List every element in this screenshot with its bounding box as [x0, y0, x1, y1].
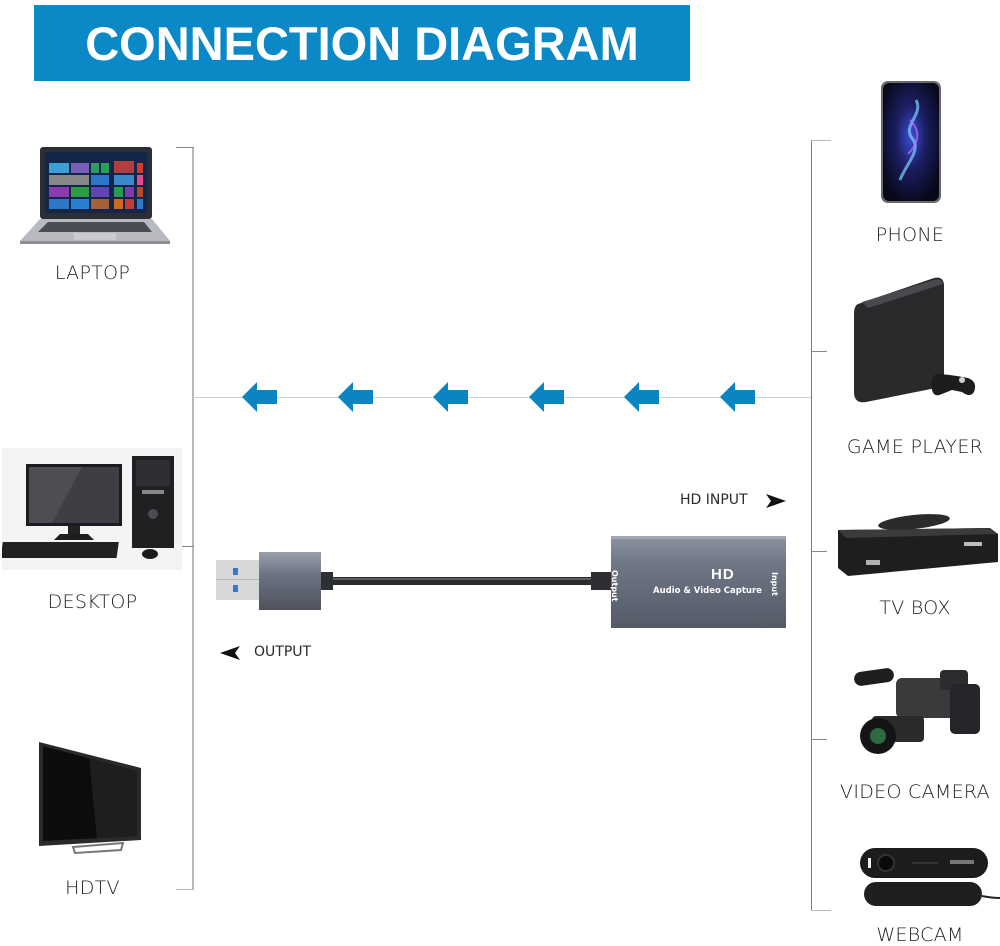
desktop-computer-icon — [2, 448, 182, 570]
laptop-icon — [18, 145, 172, 245]
usb-cable — [215, 550, 615, 614]
input-device-label-tv-box: TV BOX — [879, 597, 951, 619]
input-port-label: Input — [770, 572, 779, 596]
right-bracket-tick-webcam — [811, 910, 831, 911]
flow-arrow-left-icon — [242, 382, 278, 412]
right-bracket-line — [811, 140, 812, 911]
output-port-label: Output — [610, 570, 619, 602]
left-bracket-tick-desktop — [176, 546, 194, 547]
capture-device: Output HD Audio & Video Capture Input — [610, 536, 786, 628]
video-camera-icon — [850, 660, 990, 756]
right-pointer-icon — [766, 494, 786, 508]
title-banner: CONNECTION DIAGRAM — [34, 5, 690, 81]
input-device-label-game-player: GAME PLAYER — [846, 436, 984, 458]
left-bracket-tick-bottom — [176, 889, 194, 890]
output-device-label-hdtv: HDTV — [65, 877, 120, 899]
right-bracket-tick-tvbox — [811, 551, 827, 552]
game-console-icon — [848, 274, 988, 424]
output-device-label-laptop: LAPTOP — [54, 262, 131, 284]
input-device-label-video-camera: VIDEO CAMERA — [840, 781, 990, 803]
hd-logo: HD — [711, 566, 735, 583]
flow-arrow-left-icon — [528, 382, 565, 412]
capture-device-name: Audio & Video Capture — [653, 586, 762, 596]
flow-arrow-left-icon — [719, 382, 756, 412]
tv-box-icon — [834, 508, 1000, 578]
left-bracket-line — [192, 147, 194, 890]
left-pointer-icon — [220, 646, 240, 660]
hd-input-label: HD INPUT — [680, 492, 748, 508]
diagram-title: CONNECTION DIAGRAM — [85, 16, 639, 70]
phone-icon — [880, 80, 942, 204]
signal-flow-line — [193, 397, 811, 398]
flow-arrow-left-icon — [624, 382, 660, 412]
input-device-label-webcam: WEBCAM — [876, 924, 964, 946]
right-bracket-tick-phone — [811, 140, 831, 141]
tv-icon — [37, 740, 143, 858]
flow-arrow-left-icon — [433, 382, 469, 412]
input-device-label-phone: PHONE — [875, 224, 945, 246]
right-bracket-tick-camera — [811, 739, 827, 740]
left-bracket-tick-top — [176, 147, 194, 148]
right-bracket-tick-game — [811, 351, 827, 352]
output-device-label-desktop: DESKTOP — [47, 591, 138, 613]
flow-arrow-left-icon — [337, 382, 374, 412]
webcam-icon — [854, 846, 1000, 912]
output-label: OUTPUT — [254, 644, 312, 660]
